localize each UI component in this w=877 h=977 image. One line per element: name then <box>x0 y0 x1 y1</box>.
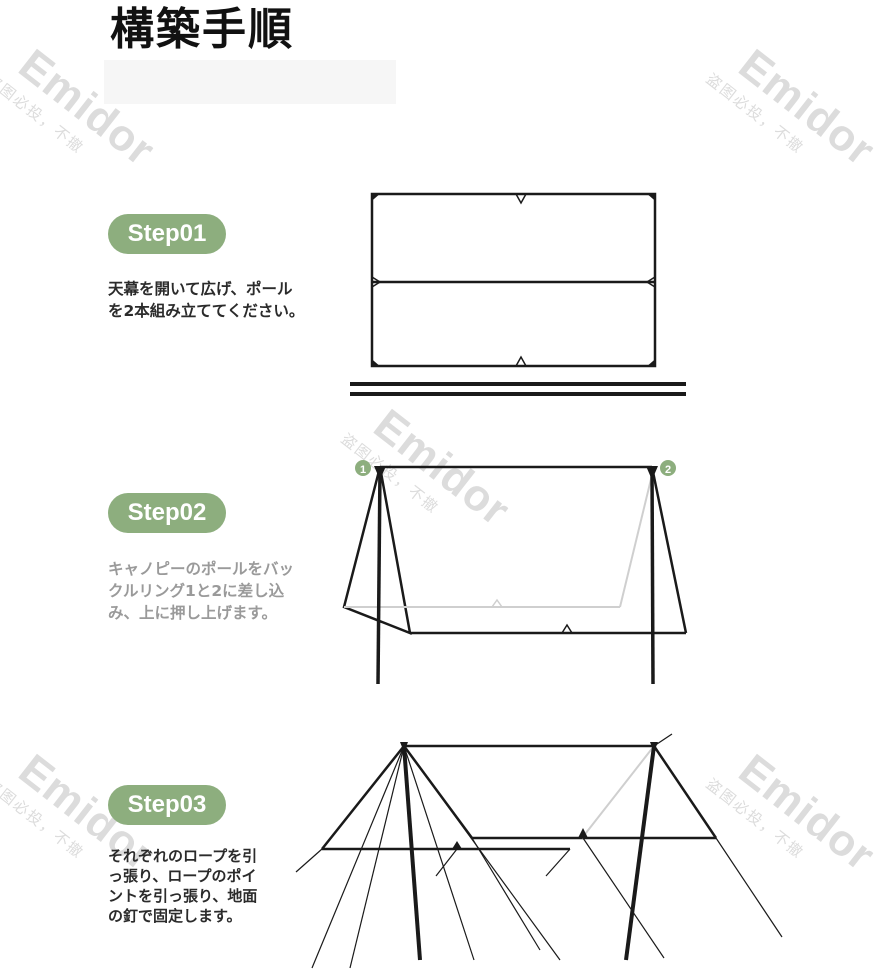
tarp-loop-bottom <box>515 355 527 367</box>
step-badge-01: Step01 <box>108 214 226 254</box>
page-title: 構築手順 <box>110 4 294 55</box>
step-description-01: 天幕を開いて広げ、ポール を2本組み立ててください。 <box>108 280 305 320</box>
step03-guyline-diagram <box>295 733 783 969</box>
guy-ropes <box>295 733 783 969</box>
ring-marker-2 <box>660 460 676 476</box>
right-pole <box>650 467 655 685</box>
step-badge-02: Step02 <box>108 493 226 533</box>
tarp-outline <box>370 192 657 368</box>
left-back-edge <box>321 745 405 850</box>
step02-pole-diagram: 1 2 <box>342 460 688 685</box>
faint-loop <box>491 598 503 608</box>
ring-marker-1-label: 1 <box>360 464 366 476</box>
tarp-loop-left <box>371 276 382 288</box>
step-description-02: キャノピーのポールをバッ クルリング1と2に差し込 み、上に押し上げます。 <box>108 560 295 622</box>
tarp-loop-top <box>515 193 527 205</box>
left-pole <box>376 467 382 685</box>
left-pole <box>402 745 422 961</box>
tarp-loop-right <box>645 276 656 288</box>
title-shadow <box>104 60 396 104</box>
step-badge-03: Step03 <box>108 785 226 825</box>
right-back-edge-faint <box>581 745 655 839</box>
step-description-03: それぞれのロープを引 っ張り、ロープのポイ ントを引っ張り、地面 の釘で固定しま… <box>108 847 258 925</box>
step01-tarp-diagram <box>350 192 686 396</box>
right-front-edge <box>652 745 718 839</box>
right-pole <box>624 745 656 961</box>
tarp-corners <box>371 193 656 367</box>
right-side-edge <box>650 466 688 634</box>
right-edge-faint <box>619 474 653 608</box>
ring-marker-1 <box>355 460 371 476</box>
ring-marker-2-label: 2 <box>665 464 671 476</box>
front-loop <box>561 623 573 634</box>
